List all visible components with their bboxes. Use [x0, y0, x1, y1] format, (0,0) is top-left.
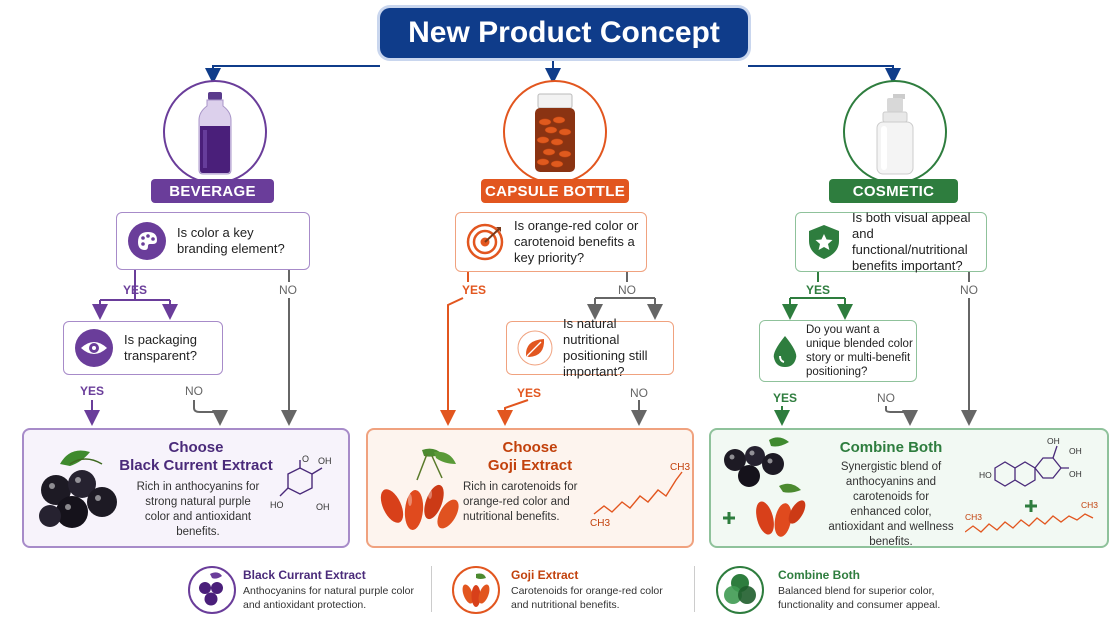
capsule-no-label-1: NO [618, 283, 636, 297]
legend-goji-desc: Carotenoids for orange-red color and nut… [511, 585, 663, 611]
cosmetic-question-1: Is both visual appeal and functional/nut… [795, 210, 987, 273]
legend-combine-title: Combine Both [778, 568, 860, 582]
capsule-yes-label-2: YES [517, 386, 542, 400]
beverage-question-2-text: Is packaging transparent? [124, 332, 197, 363]
outcome-black-currant-title-2: Black Current Extract [119, 457, 273, 474]
outcome-goji-title-1: Choose [502, 439, 558, 456]
capsule-yes-label-1: YES [462, 283, 487, 297]
outcome-combine-title: Combine Both [839, 439, 943, 456]
beverage-question-1-text: Is color a key branding element? [177, 225, 285, 256]
cosmetic-yes-label-2: YES [773, 391, 798, 405]
legend-goji-circle [452, 566, 500, 614]
chem-label-ch3-1: CH3 [670, 462, 690, 473]
beverage-yes-label-1: YES [123, 283, 148, 297]
legend-black-currant-circle [188, 566, 236, 614]
blend-circles-icon [724, 574, 756, 604]
carotenoid-structure: CH3 CH3 [590, 462, 690, 528]
outcome-goji-desc: Rich in carotenoids for orange-red color… [463, 481, 578, 523]
cosmetic-no-label-1: NO [960, 283, 978, 297]
beverage-question-1: Is color a key branding element? [116, 212, 310, 270]
chem-label-o: O [302, 454, 309, 464]
chem-label-oh-5: OH [1069, 469, 1082, 479]
beverage-yes-label-2: YES [80, 384, 105, 398]
outcome-black-currant: Choose Black Current Extract Rich in ant… [22, 428, 350, 548]
capsule-bottle-icon [535, 93, 575, 172]
bottle-icon [198, 92, 232, 175]
legend-separator-2 [694, 566, 695, 612]
cosmetic-image [843, 80, 947, 184]
legend-combine-desc: Balanced blend for superior color, funct… [778, 585, 941, 611]
outcome-goji-title-2: Goji Extract [487, 457, 573, 474]
chem-label-ch3-3: CH3 [965, 512, 982, 522]
leaf-icon [517, 330, 553, 366]
category-cosmetic: COSMETIC [829, 179, 958, 203]
cosmetic-question-1-text: Is both visual appeal and functional/nut… [852, 210, 971, 273]
goji-illustration [380, 448, 459, 530]
outcome-goji: Choose Goji Extract Rich in carotenoids … [366, 428, 694, 548]
beverage-image [163, 80, 267, 184]
legend-goji-title: Goji Extract [511, 568, 579, 582]
chem-label-ch3-4: CH3 [1081, 500, 1098, 510]
chem-label-ho: HO [270, 500, 284, 510]
legend-combine-circle [716, 566, 764, 614]
cosmetic-no-label-2: NO [877, 391, 895, 405]
capsule-bottle-image [503, 80, 607, 184]
chem-label-oh-3: OH [1047, 436, 1060, 446]
chem-label-oh-1: OH [318, 456, 332, 466]
chem-label-ho-2: HO [979, 470, 992, 480]
combined-fruit-illustration [723, 437, 806, 537]
legend-separator-1 [431, 566, 432, 612]
capsule-no-label-2: NO [630, 386, 648, 400]
outcome-combine-both: Combine Both Synergistic blend of anthoc… [709, 428, 1109, 548]
cosmetic-question-2-text: Do you want a unique blended color story… [806, 324, 913, 378]
black-currant-illustration [39, 450, 117, 528]
category-capsule-bottle: CAPSULE BOTTLE [481, 179, 629, 203]
outcome-black-currant-title-1: Choose [168, 439, 224, 456]
chem-label-ch3-2: CH3 [590, 518, 610, 528]
cosmetic-yes-label-1: YES [806, 283, 831, 297]
shield-star-icon [806, 223, 842, 261]
outcome-combine-desc: Synergistic blend of anthocyanins and ca… [828, 461, 954, 548]
capsule-question-2: Is natural nutritional positioning still… [506, 316, 674, 379]
category-beverage: BEVERAGE [151, 179, 274, 203]
goji-icon [462, 573, 490, 607]
beverage-no-label-2: NO [185, 384, 203, 398]
palette-icon [127, 221, 167, 261]
chem-label-oh-2: OH [316, 502, 330, 512]
capsule-question-1: Is orange-red color or carotenoid benefi… [455, 212, 647, 272]
eye-icon [74, 328, 114, 368]
beverage-no-label-1: NO [279, 283, 297, 297]
legend-black-currant-desc: Anthocyanins for natural purple color an… [243, 585, 415, 611]
combined-chem-structures: OH OH OH HO CH3 CH3 [965, 436, 1098, 533]
chem-label-oh-4: OH [1069, 446, 1082, 456]
capsule-question-1-text: Is orange-red color or carotenoid benefi… [514, 218, 639, 265]
target-icon [466, 223, 504, 261]
pump-bottle-icon [876, 94, 914, 175]
cosmetic-question-2: Do you want a unique blended color story… [759, 320, 917, 382]
black-currant-icon [199, 572, 223, 606]
beverage-question-2: Is packaging transparent? [63, 321, 223, 375]
anthocyanin-structure: O OH OH HO [270, 454, 332, 512]
outcome-black-currant-desc: Rich in anthocyanins for strong natural … [136, 481, 260, 538]
capsule-question-2-text: Is natural nutritional positioning still… [563, 316, 648, 379]
page-title: New Product Concept [380, 8, 748, 58]
droplet-icon [770, 334, 800, 368]
legend-black-currant-title: Black Currant Extract [243, 568, 366, 582]
